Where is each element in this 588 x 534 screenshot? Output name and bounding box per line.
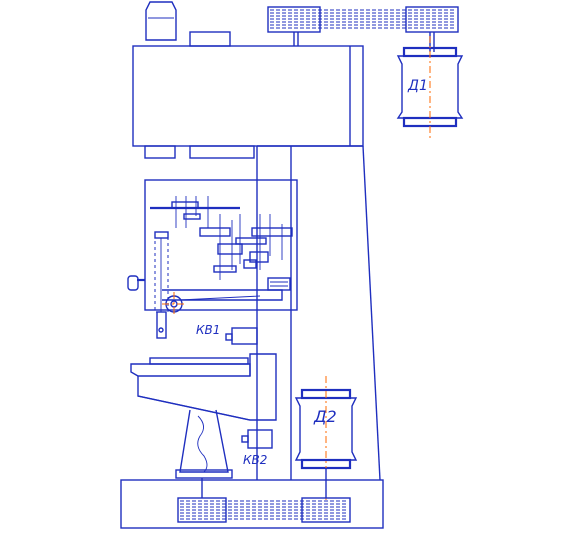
motor-d1-label: Д1	[407, 78, 428, 94]
spindle-head	[132, 1, 364, 159]
motor-d2: Д2	[294, 376, 358, 500]
kv2-label: КВ2	[243, 453, 267, 467]
column	[256, 145, 381, 481]
motor-d1: Д1	[396, 36, 464, 138]
limit-switch-kv2: КВ2	[241, 429, 273, 467]
feed-gearbox	[127, 179, 298, 339]
kv1-label: КВ1	[196, 323, 220, 337]
limit-switch-kv1: КВ1	[196, 323, 258, 345]
base	[120, 468, 384, 529]
motor-d2-label: Д2	[313, 407, 337, 426]
top-belt-drive	[267, 6, 459, 52]
work-table	[130, 353, 277, 479]
